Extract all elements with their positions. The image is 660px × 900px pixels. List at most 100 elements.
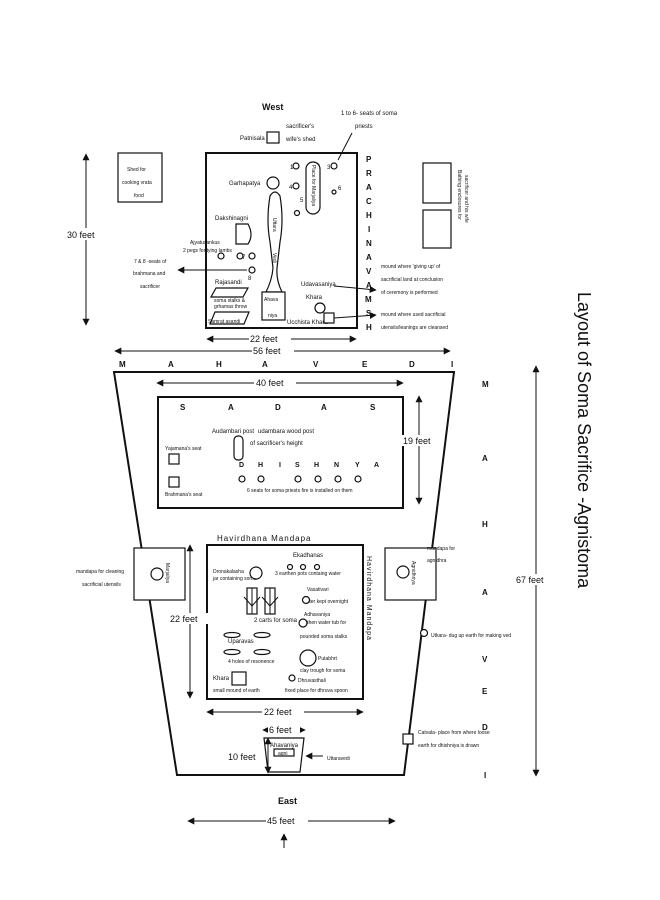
svg-text:S: S	[295, 462, 300, 469]
seat-3-num: 3	[327, 165, 331, 171]
ahavaniya-label: Ahavaniya	[270, 743, 299, 749]
svg-text:E: E	[482, 687, 488, 696]
soma-carts	[243, 587, 279, 615]
resonance-hole	[223, 631, 241, 639]
svg-text:I: I	[451, 360, 453, 369]
svg-text:A: A	[321, 403, 327, 412]
soma-seats-note: 1 to 6- seats of soma	[341, 111, 398, 117]
svg-text:A: A	[482, 454, 488, 463]
udambara-note: udambara wood post	[258, 429, 314, 435]
cooking-shed-label-2: cooking vrata	[122, 180, 152, 186]
audambari-post	[233, 435, 244, 461]
mandapa-agni-label: mandapa for	[427, 546, 455, 552]
svg-text:H: H	[366, 211, 372, 220]
svg-text:I: I	[484, 771, 486, 780]
bathing-label-2: sacrificer and his wife	[463, 175, 469, 223]
brahmana-seat-label-sadas: Brahmana's seat	[165, 492, 203, 498]
ajyatusanku-label: Ajyatusankus	[190, 240, 220, 246]
soma-stalks-label: soma stalks &	[214, 298, 246, 304]
svg-text:A: A	[228, 403, 234, 412]
seat-5-num: 5	[300, 198, 304, 204]
seat-3	[330, 162, 338, 170]
dim-56-label: 56 feet	[253, 346, 281, 356]
svg-text:V: V	[482, 655, 488, 664]
dim-40-label: 40 feet	[256, 378, 284, 388]
resonance-hole	[223, 648, 241, 656]
utkara-mound	[419, 628, 429, 638]
svg-text:I: I	[368, 225, 370, 234]
niya-label: niya	[268, 313, 277, 319]
seat-5	[293, 209, 301, 217]
svg-text:I: I	[279, 462, 281, 469]
dim-67-label: 67 feet	[516, 575, 544, 585]
svg-text:V: V	[313, 360, 319, 369]
vasativari-pot	[301, 595, 311, 605]
svg-text:A: A	[366, 281, 372, 290]
cooking-shed-label-3: food	[134, 193, 144, 199]
mound1-note-3: of ceremony is performed	[381, 290, 438, 296]
svg-text:M: M	[482, 380, 489, 389]
svg-text:C: C	[366, 197, 372, 206]
catvala-label: Catvala- place from where loose	[418, 730, 490, 736]
dronakalasha-label: Dronakalasha	[213, 569, 244, 575]
svg-text:H: H	[482, 520, 488, 529]
dim-22-left-label: 22 feet	[170, 614, 198, 624]
four-holes-label: 4 holes of resonence	[228, 659, 275, 665]
svg-text:M: M	[119, 360, 126, 369]
svg-text:H: H	[258, 462, 263, 469]
seat-6-num: 6	[338, 186, 342, 192]
catvala-pit	[402, 733, 414, 745]
ucchista-khara-label: Ucchista Khara	[287, 320, 328, 326]
dim-45-label: 45 feet	[267, 816, 295, 826]
mound1-note: mound where 'giving up' of	[381, 264, 441, 270]
mandapa-clean-label: mandapa for cleaning	[76, 569, 124, 575]
udavasaniya-arrow	[333, 285, 377, 293]
svg-text:P: P	[366, 155, 372, 164]
garhapatya-fire	[266, 176, 280, 190]
uttara-label: Uttara	[271, 218, 277, 232]
vasativari-label-2: water kept overnight	[303, 599, 349, 605]
putabhrt-trough	[299, 649, 317, 667]
adhavaniya-label-2: earthen water tub for	[300, 620, 346, 626]
seat-8	[248, 266, 256, 274]
svg-text:H: H	[366, 323, 372, 332]
svg-text:M: M	[365, 295, 372, 304]
svg-text:A: A	[366, 253, 372, 262]
ajyatusanku-peg-1	[217, 252, 225, 260]
marjaliya-label: Marjaliya	[164, 563, 170, 583]
cooking-shed-label-1: Shed for	[127, 167, 146, 173]
dronakalasha-label-2: jar containing soma	[212, 576, 257, 582]
prachinavamsha-box	[205, 152, 358, 329]
dhruvasthali-label: Dhruvasthali	[298, 678, 326, 684]
ucchista-khara-box	[323, 312, 335, 324]
dhishnya-seat	[334, 475, 342, 483]
dhishnya-seat	[314, 475, 322, 483]
svg-text:A: A	[374, 462, 379, 469]
brahmana-seat	[168, 476, 180, 488]
svg-text:S: S	[366, 309, 372, 318]
svg-text:S: S	[180, 403, 186, 412]
samrat-asandi-seat	[209, 311, 250, 325]
dronakalasha-jar	[249, 566, 263, 580]
dhruvasthali-label-2: fixed place for dhruva spoon	[285, 688, 348, 694]
dim-6-label: 6 feet	[269, 725, 292, 735]
catvala-label-2: earth for dhishniya is drawn	[418, 743, 479, 749]
patnisala-label: Patnisala	[240, 136, 265, 142]
ajyatusanku-peg-2	[236, 252, 244, 260]
ekadhana-pot	[299, 563, 307, 571]
yajamana-seat	[168, 453, 180, 465]
svg-text:H: H	[216, 360, 222, 369]
direction-east: East	[278, 796, 297, 806]
agnidhriya-label: Agnidhriya	[410, 561, 416, 585]
svg-text:E: E	[362, 360, 368, 369]
svg-text:A: A	[262, 360, 268, 369]
marjaliya-place	[305, 161, 321, 215]
brahmana-seat-label-2: brahmana and	[133, 271, 165, 277]
ahavaniya-agni-label: agni	[278, 751, 287, 757]
sadas-letters: S A D A S	[180, 403, 376, 412]
udambara-note-2: of sacrificer's height	[250, 441, 303, 447]
diagram-title: Layout of Soma Sacrifice -Agnistoma	[574, 292, 594, 589]
soma-seats-leader	[337, 132, 353, 161]
seat-1	[292, 162, 300, 170]
